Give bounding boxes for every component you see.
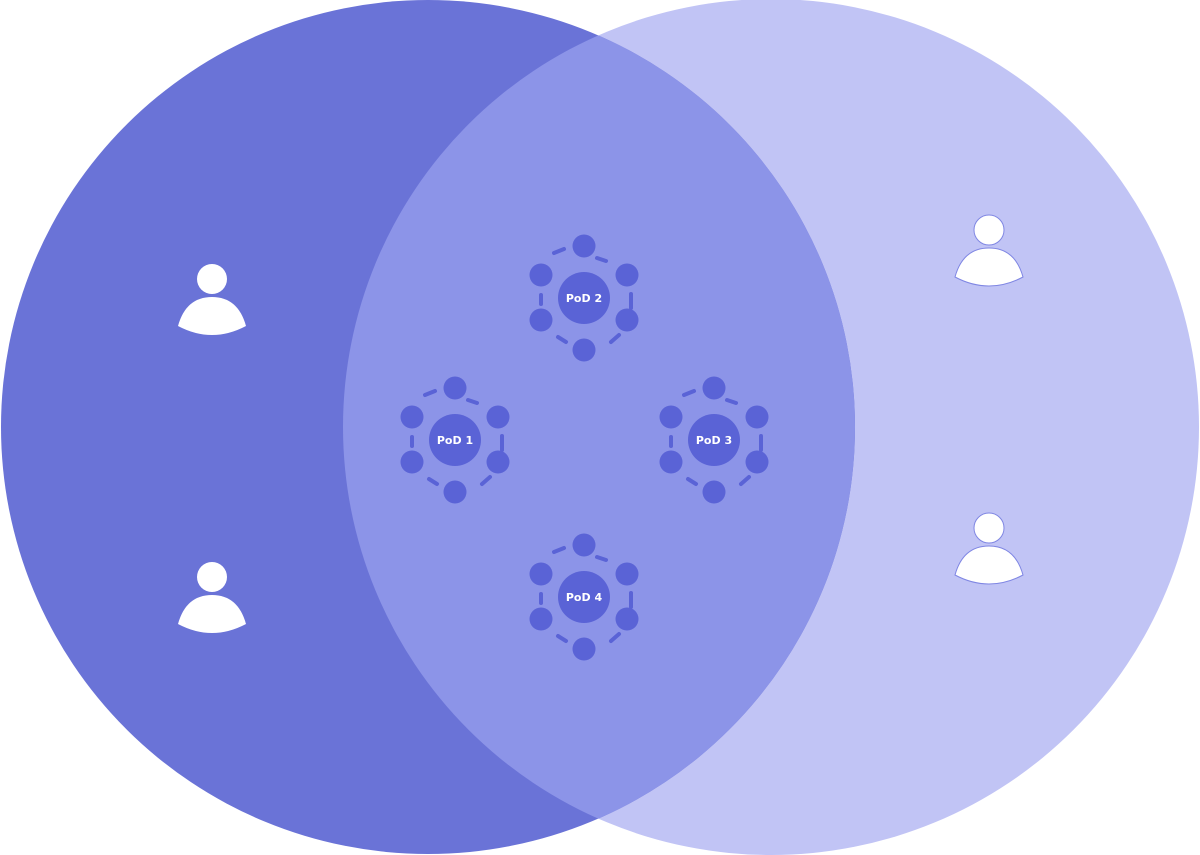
pod-member-node — [529, 607, 553, 631]
pod-member-node — [486, 450, 510, 474]
pod-member-node — [572, 338, 596, 362]
pod-1: PoD 1 — [400, 376, 510, 504]
pod-2: PoD 2 — [529, 234, 639, 362]
pod-member-node — [400, 405, 424, 429]
person-icon — [178, 264, 246, 335]
pod-member-node — [745, 450, 769, 474]
overlap-region — [343, 0, 855, 854]
connector-dash — [595, 555, 608, 562]
pod-label: PoD 4 — [566, 591, 603, 604]
connector-dash — [739, 475, 751, 486]
connector-dash — [480, 475, 492, 486]
people — [178, 214, 1024, 633]
pod-member-node — [486, 405, 510, 429]
connector-dash — [609, 632, 621, 643]
connector-dash — [552, 546, 566, 554]
connector-dash — [609, 333, 621, 344]
pod-member-node — [615, 263, 639, 287]
connector-dash — [427, 477, 439, 486]
pod-label: PoD 3 — [696, 434, 732, 447]
pod-member-node — [529, 263, 553, 287]
connector-dash — [595, 256, 608, 263]
pod-member-node — [745, 405, 769, 429]
pod-hub — [558, 571, 610, 623]
pod-3: PoD 3 — [659, 376, 769, 504]
person-icon — [954, 512, 1024, 585]
pod-member-node — [529, 308, 553, 332]
pod-member-node — [400, 450, 424, 474]
pod-member-node — [572, 637, 596, 661]
pod-hub — [558, 272, 610, 324]
pod-member-node — [615, 607, 639, 631]
pod-label: PoD 1 — [437, 434, 473, 447]
pod-member-node — [572, 533, 596, 557]
connector-dash — [686, 477, 698, 486]
pod-label: PoD 2 — [566, 292, 602, 305]
connector-dash — [552, 247, 566, 255]
pod-member-node — [529, 562, 553, 586]
connector-dash — [682, 389, 696, 397]
person-icon — [178, 562, 246, 633]
connector-dash — [423, 389, 437, 397]
pod-member-node — [702, 376, 726, 400]
pod-member-node — [659, 450, 683, 474]
connector-dash — [556, 634, 568, 643]
pod-member-node — [615, 308, 639, 332]
pod-member-node — [615, 562, 639, 586]
person-icon — [954, 214, 1024, 287]
connector-dash — [466, 398, 479, 405]
pod-hub — [688, 414, 740, 466]
pods: PoD 1 PoD 2 PoD 3 PoD 4 — [400, 234, 769, 661]
pod-member-node — [572, 234, 596, 258]
pod-member-node — [702, 480, 726, 504]
pod-4: PoD 4 — [529, 533, 639, 661]
pod-member-node — [443, 376, 467, 400]
pod-hub — [429, 414, 481, 466]
connector-dash — [725, 398, 738, 405]
connector-dash — [556, 335, 568, 344]
pod-member-node — [443, 480, 467, 504]
pod-member-node — [659, 405, 683, 429]
